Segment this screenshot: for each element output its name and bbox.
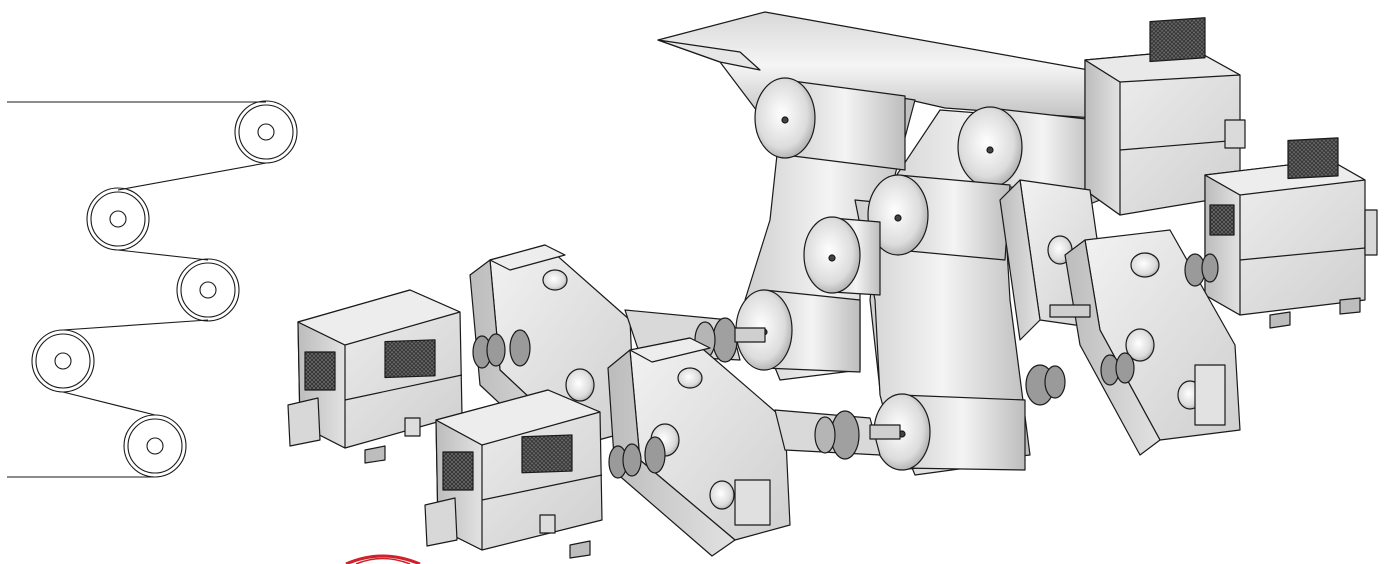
brand-logo-inner <box>355 557 411 564</box>
roller-bottom-front <box>873 393 1026 471</box>
motor-left-rear <box>287 289 463 464</box>
schematic-roller <box>86 187 150 251</box>
gearbox-right-front <box>1064 229 1241 456</box>
roller-middle-left <box>803 216 881 296</box>
brand-logo <box>345 554 421 564</box>
coupling-right-upper <box>1049 253 1219 318</box>
coupling-left-rear <box>472 329 531 369</box>
motor-left-front <box>424 389 603 559</box>
conveyor-illustration <box>287 11 1378 559</box>
schematic-roller <box>234 100 298 164</box>
belt-path-schematic <box>7 100 298 478</box>
belt-segment <box>62 391 156 416</box>
schematic-roller <box>123 414 187 478</box>
roller-lower-left <box>735 289 861 373</box>
belt-top-fold <box>657 39 761 71</box>
shaft-front <box>774 409 901 460</box>
belt-segment <box>117 249 209 261</box>
brand-logo-mark <box>345 554 421 564</box>
schematic-roller <box>176 258 240 322</box>
roller-middle-front <box>867 174 1011 261</box>
motor-rear-right-top <box>1084 17 1246 216</box>
coupling-right-lower <box>1025 352 1135 406</box>
belt-segment <box>117 162 267 191</box>
schematic-roller <box>31 329 95 393</box>
coupling-left-front <box>608 436 666 479</box>
roller-upper-left <box>754 77 906 171</box>
belt-segment <box>62 319 209 331</box>
